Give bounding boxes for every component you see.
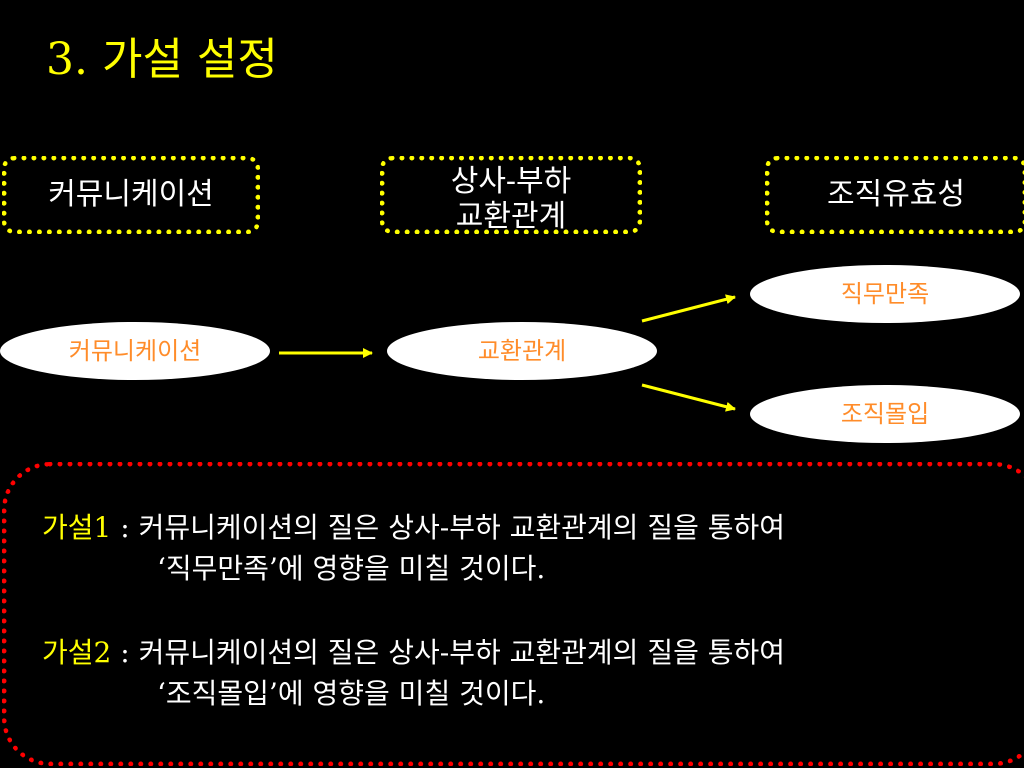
hypothesis-1-line2: ‘직무만족’에 영향을 미칠 것이다. [157, 551, 546, 585]
box-communication-label: 커뮤니케이션 [48, 176, 214, 212]
hypothesis-1: 가설1 : 커뮤니케이션의 질은 상사-부하 교환관계의 질을 통하여 ‘직무만… [42, 508, 785, 589]
node-job-satisfaction-label: 직무만족 [840, 279, 930, 308]
node-org-commitment: 조직몰입 [750, 385, 1020, 443]
hypothesis-2: 가설2 : 커뮤니케이션의 질은 상사-부하 교환관계의 질을 통하여 ‘조직몰… [42, 633, 785, 714]
slide-title: 3. 가설 설정 [46, 34, 278, 85]
hypothesis-2-label: 가설2 [42, 636, 112, 669]
node-communication: 커뮤니케이션 [0, 322, 270, 380]
hypothesis-1-line1: : 커뮤니케이션의 질은 상사-부하 교환관계의 질을 통하여 [111, 511, 786, 544]
arrow-exchange-to-job-satisfaction [641, 294, 736, 323]
box-exchange-line2: 교환관계 [455, 198, 567, 234]
box-communication: 커뮤니케이션 [2, 156, 260, 234]
node-communication-label: 커뮤니케이션 [68, 336, 202, 365]
hypothesis-2-line1: : 커뮤니케이션의 질은 상사-부하 교환관계의 질을 통하여 [111, 636, 786, 669]
node-org-commitment-label: 조직몰입 [840, 399, 930, 428]
box-effectiveness-label: 조직유효성 [827, 176, 965, 212]
box-exchange-relationship: 상사-부하 교환관계 [380, 156, 642, 234]
arrow-exchange-to-org-commitment [641, 383, 736, 412]
node-exchange-label: 교환관계 [477, 336, 567, 365]
hypothesis-2-line2: ‘조직몰입’에 영향을 미칠 것이다. [157, 676, 546, 710]
box-organizational-effectiveness: 조직유효성 [765, 156, 1024, 234]
hypotheses-box [2, 462, 1024, 766]
node-job-satisfaction: 직무만족 [750, 265, 1020, 323]
box-exchange-line1: 상사-부하 [450, 164, 572, 199]
hypothesis-1-label: 가설1 [42, 511, 112, 544]
node-exchange: 교환관계 [387, 322, 657, 380]
